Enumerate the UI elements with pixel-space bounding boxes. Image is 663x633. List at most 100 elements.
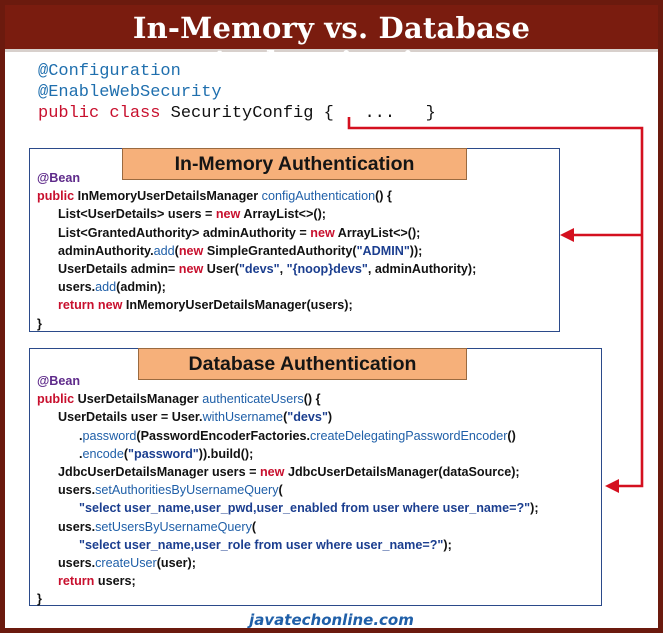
database-code-line: .password(PasswordEncoderFactories.creat… — [37, 427, 539, 445]
in-memory-code-line: adminAuthority.add(new SimpleGrantedAuth… — [37, 242, 476, 260]
in-memory-code-line: UserDetails admin= new User("devs", "{no… — [37, 260, 476, 278]
enable-web-security-annotation: @EnableWebSecurity — [38, 83, 222, 102]
database-code-line: "select user_name,user_role from user wh… — [37, 536, 539, 554]
code-string: "devs" — [287, 410, 328, 425]
database-code-line: .encode("password")).build(); — [37, 445, 539, 463]
code-method: withUsername — [202, 410, 284, 425]
code-text: adminAuthority. — [37, 243, 154, 258]
code-text: , — [279, 261, 287, 276]
database-code-line: UserDetails user = User.withUsername("de… — [37, 408, 539, 426]
code-text: } — [37, 316, 42, 331]
code-keyword: new — [178, 261, 207, 276]
code-method: password — [82, 428, 137, 443]
public-keyword: public — [38, 104, 100, 123]
code-keyword: return — [37, 574, 98, 589]
configuration-annotation: @Configuration — [38, 62, 181, 81]
code-method: createDelegatingPasswordEncoder — [309, 428, 508, 443]
footer-watermark: javatechonline.com — [249, 611, 414, 629]
code-text: JdbcUserDetailsManager users = — [37, 464, 260, 479]
in-memory-code: @Bean public InMemoryUserDetailsManager c… — [37, 169, 476, 333]
class-name: SecurityConfig { ... } — [170, 104, 436, 123]
in-memory-code-line: users.add(admin); — [37, 278, 476, 296]
code-text: (user); — [156, 555, 196, 570]
code-method: add — [153, 243, 175, 258]
code-text: )); — [409, 243, 423, 258]
code-text: () — [507, 428, 516, 443]
in-memory-code-line: @Bean — [37, 169, 476, 187]
in-memory-code-line: List<GrantedAuthority> adminAuthority = … — [37, 224, 476, 242]
code-keyword: public — [37, 189, 78, 204]
code-text: List<GrantedAuthority> adminAuthority = — [37, 225, 311, 240]
code-text: users. — [37, 483, 96, 498]
database-code-line: users.setUsersByUsernameQuery( — [37, 518, 539, 536]
database-code-line: return users; — [37, 572, 539, 590]
code-keyword: new — [259, 464, 288, 479]
code-method: createUser — [95, 555, 157, 570]
code-text: ); — [443, 537, 452, 552]
code-text: SimpleGrantedAuthority( — [206, 243, 357, 258]
code-text: ( — [251, 519, 257, 534]
code-method: encode — [82, 446, 124, 461]
in-memory-code-line: public InMemoryUserDetailsManager config… — [37, 187, 476, 205]
code-text: users. — [37, 519, 96, 534]
code-text: ( — [278, 483, 283, 498]
code-string: "select user_name,user_pwd,user_enabled … — [37, 501, 531, 516]
database-code-line: @Bean — [37, 372, 539, 390]
code-text: . — [37, 428, 83, 443]
code-method: setAuthoritiesByUsernameQuery — [95, 483, 279, 498]
code-text: users. — [37, 280, 96, 295]
code-text: UserDetailsManager — [77, 392, 203, 407]
database-code-line: users.setAuthoritiesByUsernameQuery( — [37, 481, 539, 499]
code-method: add — [95, 280, 117, 295]
code-string: "ADMIN" — [356, 243, 410, 258]
class-declaration: public class SecurityConfig { ... } — [38, 104, 436, 123]
database-code-line: users.createUser(user); — [37, 554, 539, 572]
code-keyword: new — [178, 243, 207, 258]
code-text: (PasswordEncoderFactories. — [136, 428, 310, 443]
code-text: , adminAuthority); — [367, 261, 477, 276]
title-bar: In-Memory vs. Database Authentication — [5, 5, 658, 79]
code-text: UserDetails admin= — [37, 261, 179, 276]
code-text: JdbcUserDetailsManager(dataSource); — [287, 464, 520, 479]
code-text: ArrayList<>(); — [337, 225, 421, 240]
code-text: User( — [206, 261, 239, 276]
page-title: In-Memory vs. Database Authentication — [132, 11, 531, 79]
code-text: List<UserDetails> users = — [37, 207, 216, 222]
database-code-line: public UserDetailsManager authenticateUs… — [37, 390, 539, 408]
code-text: ( — [174, 243, 179, 258]
code-text: InMemoryUserDetailsManager(users); — [125, 298, 353, 313]
code-text: ( — [123, 446, 129, 461]
in-memory-code-line: return new InMemoryUserDetailsManager(us… — [37, 296, 476, 314]
code-text: users. — [37, 555, 96, 570]
code-text: ( — [283, 410, 288, 425]
database-header: Database Authentication — [138, 348, 467, 380]
code-text: } — [37, 592, 42, 607]
code-text: )).build(); — [198, 446, 254, 461]
in-memory-arrowhead — [560, 228, 574, 242]
in-memory-header: In-Memory Authentication — [122, 148, 467, 180]
code-text: () { — [303, 392, 321, 407]
code-method: authenticateUsers — [202, 392, 304, 407]
code-text: ); — [530, 501, 539, 516]
code-string: "select user_name,user_role from user wh… — [37, 537, 444, 552]
code-text: UserDetails user = User. — [37, 410, 203, 425]
code-string: "{noop}devs" — [286, 261, 368, 276]
in-memory-code-line: } — [37, 315, 476, 333]
code-text: . — [37, 446, 83, 461]
code-text: users; — [97, 574, 136, 589]
code-string: "password" — [128, 446, 199, 461]
class-keyword: class — [109, 104, 161, 123]
in-memory-code-line: List<UserDetails> users = new ArrayList<… — [37, 205, 476, 223]
code-annotation: @Bean — [37, 171, 81, 185]
code-text: InMemoryUserDetailsManager — [77, 189, 262, 204]
code-keyword: public — [37, 392, 78, 407]
connector-arrows — [347, 117, 644, 493]
code-method: configAuthentication — [261, 189, 376, 204]
database-arrowhead — [605, 479, 619, 493]
code-keyword: new — [310, 225, 338, 240]
database-code-line: } — [37, 590, 539, 608]
database-code-line: "select user_name,user_pwd,user_enabled … — [37, 499, 539, 517]
